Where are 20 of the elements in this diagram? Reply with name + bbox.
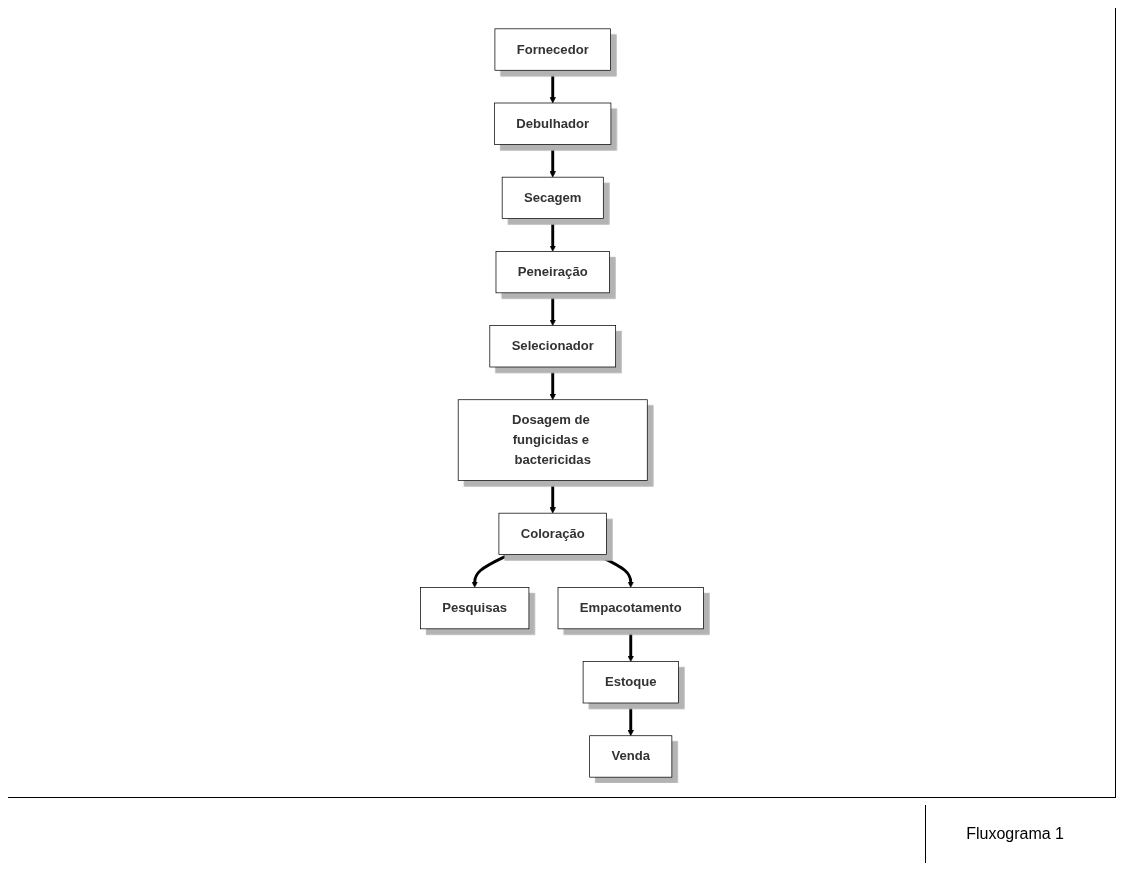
- arrow: [549, 218, 556, 252]
- node-box: Venda: [588, 734, 672, 778]
- node-box: Peneiração: [495, 250, 610, 293]
- arrow: [549, 143, 556, 177]
- caption: Fluxograma 1: [925, 805, 1104, 863]
- node-box: Coloração: [498, 512, 607, 555]
- arrow: [627, 628, 634, 662]
- arrow: [549, 292, 556, 326]
- node-box: Pesquisas: [419, 586, 529, 629]
- arrow: [549, 366, 556, 400]
- node-box: Estoque: [582, 660, 679, 703]
- node-box: Dosagem de fungicidas e bactericidas: [457, 398, 648, 481]
- node-box: Selecionador: [488, 324, 616, 367]
- node-box: Fornecedor: [494, 27, 611, 71]
- arrow: [627, 702, 634, 736]
- node-box: Debulhador: [493, 102, 611, 145]
- arrow: [549, 69, 556, 103]
- node-box: Secagem: [501, 176, 604, 219]
- arrow: [549, 479, 556, 513]
- node-box: Empacotamento: [557, 586, 704, 629]
